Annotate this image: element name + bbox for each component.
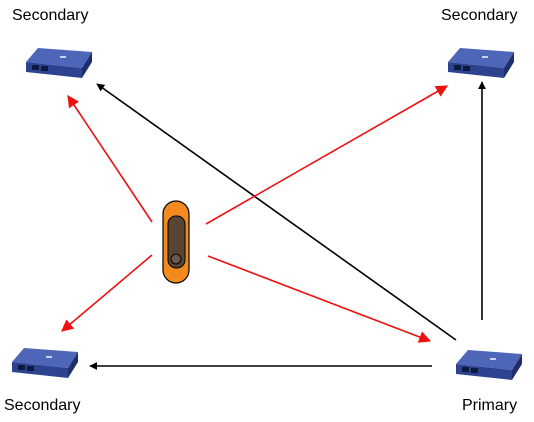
wireless-client-icon (162, 200, 190, 284)
link-primary-to-top-left (96, 83, 457, 341)
label-bottom-right: Primary (462, 397, 518, 414)
label-top-left: Secondary (12, 7, 89, 24)
access-point-icon (448, 48, 514, 78)
label-top-right: Secondary (441, 7, 518, 24)
link-client-to-top-right (205, 85, 449, 225)
access-point-icon (26, 48, 92, 78)
access-point-icon (12, 348, 78, 378)
link-client-to-top-left (67, 95, 153, 223)
label-bottom-left: Secondary (4, 397, 81, 414)
link-client-to-bottom-left (61, 254, 153, 332)
access-point-icon (456, 350, 522, 380)
link-client-to-primary (207, 255, 432, 343)
